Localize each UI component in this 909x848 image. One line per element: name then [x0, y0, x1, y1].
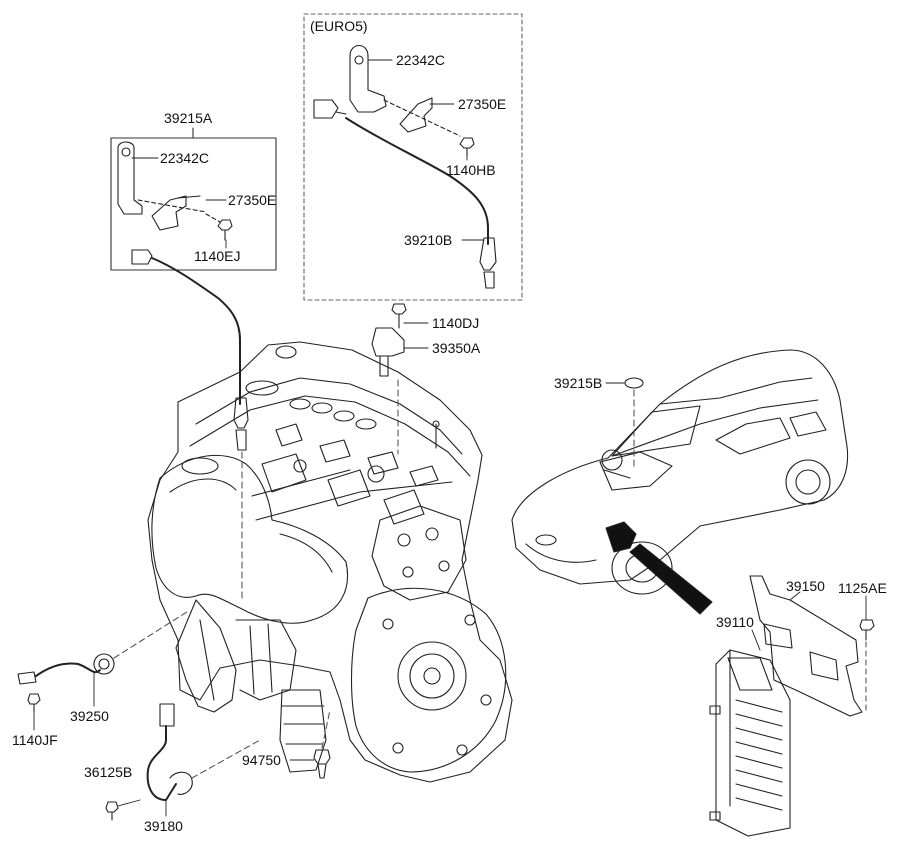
box-euro5: [303, 13, 523, 301]
cam-sensor-39350a: [371, 303, 407, 455]
part-label-1125ae: 1125AE: [838, 580, 887, 596]
engine-assembly: [147, 341, 513, 783]
part-label-39250: 39250: [70, 708, 109, 724]
knock-sensor-39250: [17, 609, 191, 713]
part-label-94750: 94750: [242, 752, 281, 768]
box-39215a: [110, 127, 277, 271]
o2-sensor-39215a: [131, 249, 249, 601]
ecu-assembly: [709, 575, 875, 837]
part-label-22342c-a: 22342C: [160, 150, 210, 166]
part-label-1140ej: 1140EJ: [194, 248, 241, 264]
part-label-27350e-b: 27350E: [458, 96, 507, 112]
part-label-1140hb: 1140HB: [446, 162, 496, 178]
part-label-36125b: 36125B: [84, 764, 133, 780]
ring-39215b: [624, 377, 644, 389]
part-label-39215b: 39215B: [554, 375, 603, 391]
part-label-39180: 39180: [144, 818, 183, 834]
car-illustration: [511, 349, 849, 615]
part-label-39210b: 39210B: [404, 232, 453, 248]
part-label-27350e-a: 27350E: [228, 192, 277, 208]
part-label-1140dj: 1140DJ: [432, 315, 480, 331]
part-label-39350a: 39350A: [432, 340, 481, 356]
part-label-39110: 39110: [716, 614, 754, 630]
part-label-39215a: 39215A: [164, 110, 213, 126]
sensor-94750: [313, 709, 331, 779]
part-label-39150: 39150: [786, 578, 825, 594]
part-label-1140jf: 1140JF: [12, 732, 58, 748]
oil-sensor-39180: [105, 703, 261, 821]
label-euro5: (EURO5): [310, 18, 368, 34]
leader-lines: [33, 59, 867, 817]
part-label-22342c-b: 22342C: [396, 52, 446, 68]
